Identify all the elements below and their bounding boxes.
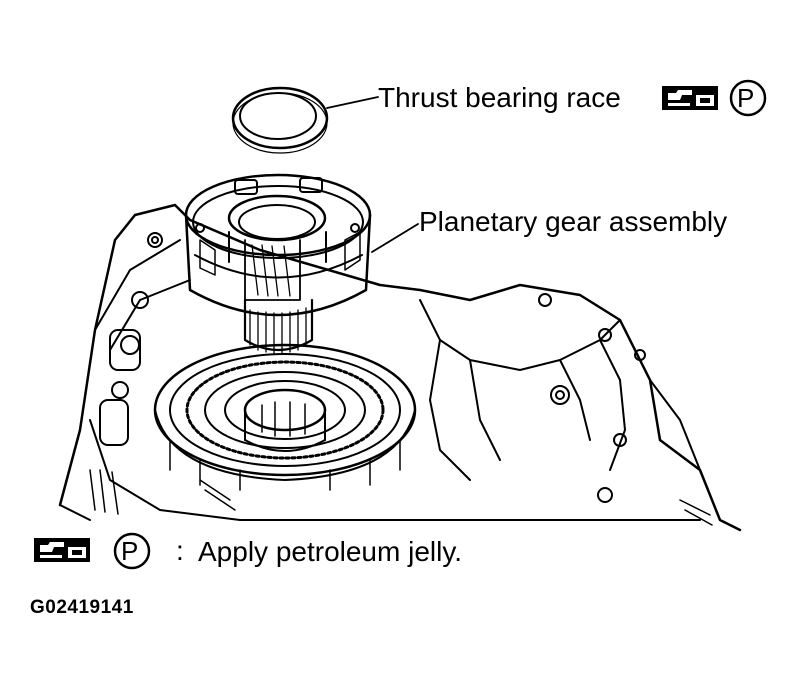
figure-code: G02419141 bbox=[30, 597, 134, 618]
planetary-gear-assembly-label: Planetary gear assembly bbox=[419, 206, 728, 237]
petroleum-symbol: P bbox=[121, 536, 139, 566]
petroleum-symbol-circle bbox=[729, 79, 767, 117]
thrust-bearing-race-label: Thrust bearing race bbox=[378, 82, 621, 113]
legend-text: Apply petroleum jelly. bbox=[198, 536, 463, 567]
planetary-gear-assembly bbox=[184, 173, 372, 354]
thrust-bearing-race bbox=[231, 86, 329, 154]
transaxle-case bbox=[58, 203, 742, 532]
leader-line-planetary-gear-assembly bbox=[371, 223, 419, 253]
ring-gear bbox=[153, 343, 417, 491]
legend-separator: : bbox=[176, 535, 184, 566]
grease-gun-icon bbox=[662, 86, 718, 110]
grease-gun-icon bbox=[34, 538, 90, 562]
petroleum-symbol-circle bbox=[113, 532, 151, 570]
petroleum-symbol: P bbox=[737, 83, 755, 113]
leader-line-thrust-bearing-race bbox=[326, 96, 379, 109]
